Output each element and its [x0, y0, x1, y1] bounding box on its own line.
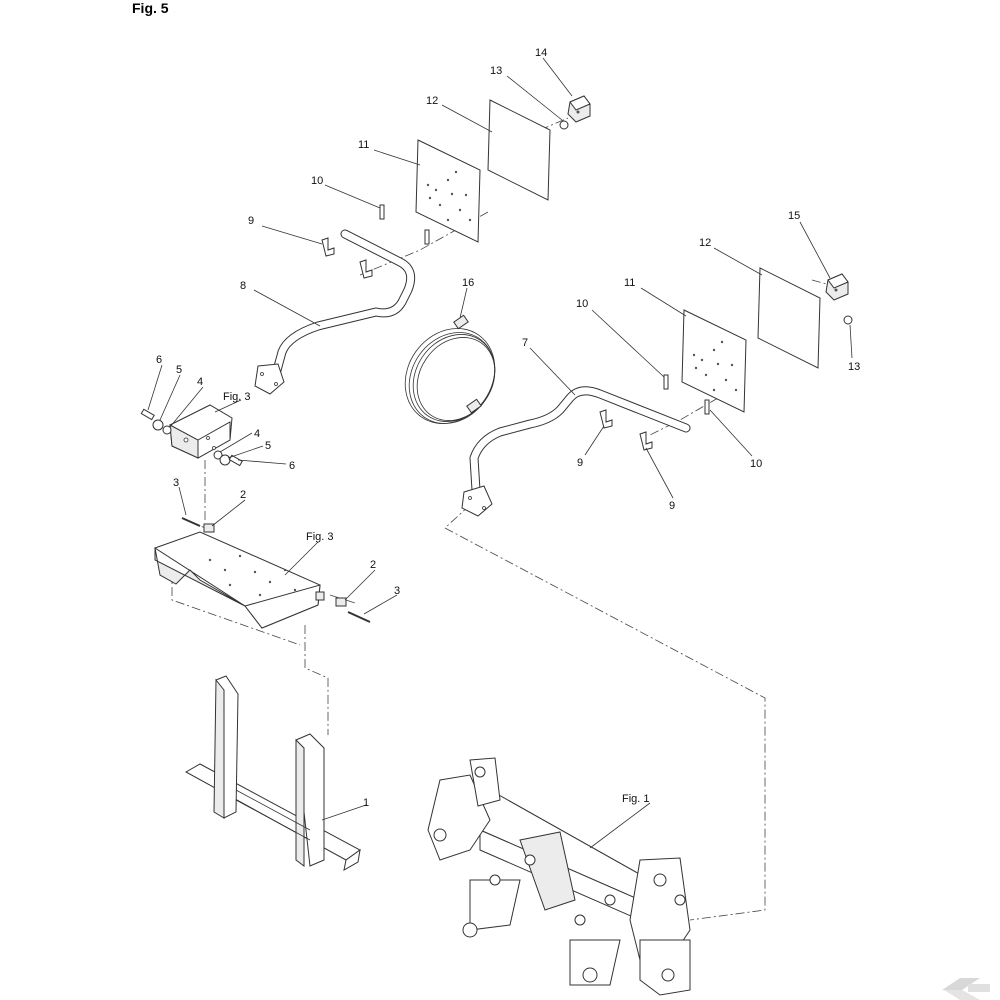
callout-4-left: 4 [197, 376, 203, 388]
nut-part-5-left [152, 419, 164, 431]
pin-part-6-left [140, 408, 155, 421]
fig-ref-loader-frame: Fig. 1 [622, 793, 650, 805]
callout-10-left: 10 [311, 175, 323, 187]
bracket-part-9-left [321, 237, 373, 279]
stand-frame-part-1 [184, 675, 361, 871]
figure-title: Fig. 5 [132, 0, 169, 16]
callout-11-right: 11 [624, 277, 635, 289]
spring-part-2-right [335, 597, 347, 607]
washer-part-4-left [162, 425, 172, 435]
sheet-part-12-left [487, 99, 551, 201]
tray-assembly [153, 531, 325, 629]
bolt-part-3-left [181, 517, 201, 527]
washer-part-13-right [843, 315, 853, 325]
leader-lines [147, 57, 853, 849]
callout-11-left: 11 [358, 139, 369, 151]
callout-7: 7 [522, 337, 528, 349]
callout-1: 1 [363, 797, 369, 809]
washer-part-13-left [559, 120, 569, 130]
callout-12-left: 12 [426, 95, 438, 107]
bolt-part-3-right [347, 611, 371, 623]
callout-3-left: 3 [173, 477, 179, 489]
callout-labels: 14 13 12 11 10 9 8 16 15 12 11 10 13 7 1… [156, 47, 860, 809]
sheet-part-12-right [757, 267, 821, 369]
callout-9-right-b: 9 [669, 500, 675, 512]
bracket-part-9-right [599, 409, 653, 451]
lamp-part-14 [567, 95, 591, 123]
callout-9-right-a: 9 [577, 457, 583, 469]
callout-10-lower: 10 [750, 458, 762, 470]
small-mount-bracket [169, 404, 233, 459]
clip-part-10-left-b [424, 229, 430, 245]
spring-part-2-left [203, 523, 215, 533]
callout-6-right: 6 [289, 460, 295, 472]
callout-10-right: 10 [576, 298, 588, 310]
callout-14: 14 [535, 47, 547, 59]
callout-5-left: 5 [176, 364, 182, 376]
callout-8: 8 [240, 280, 246, 292]
callout-9-left: 9 [248, 215, 254, 227]
nut-part-5-right [219, 454, 231, 466]
callout-15: 15 [788, 210, 800, 222]
brand-logo-watermark [942, 978, 990, 1000]
callout-6-left: 6 [156, 354, 162, 366]
callout-16: 16 [462, 277, 474, 289]
washer-part-4-right [213, 450, 223, 460]
clip-part-10-left [379, 204, 385, 220]
lamp-part-15 [825, 273, 849, 301]
clip-part-10-right-b [704, 399, 710, 415]
plate-part-11-left [415, 139, 481, 243]
callout-13-left: 13 [490, 65, 502, 77]
clip-part-10-right [663, 374, 669, 390]
loader-frame-assembly [427, 757, 691, 996]
callout-4-right: 4 [254, 428, 260, 440]
fig-ref-bracket: Fig. 3 [223, 391, 251, 403]
cable-part-16 [404, 314, 496, 424]
callout-2-left: 2 [240, 489, 246, 501]
callout-13-right: 13 [848, 361, 860, 373]
callout-3-right: 3 [394, 585, 400, 597]
plate-part-11-right [681, 309, 747, 413]
fig-ref-tray: Fig. 3 [306, 531, 334, 543]
callout-12-right: 12 [699, 237, 711, 249]
callout-5-right: 5 [265, 440, 271, 452]
tube-part-8 [254, 229, 416, 395]
tube-part-7 [461, 386, 691, 517]
callout-2-right: 2 [370, 559, 376, 571]
